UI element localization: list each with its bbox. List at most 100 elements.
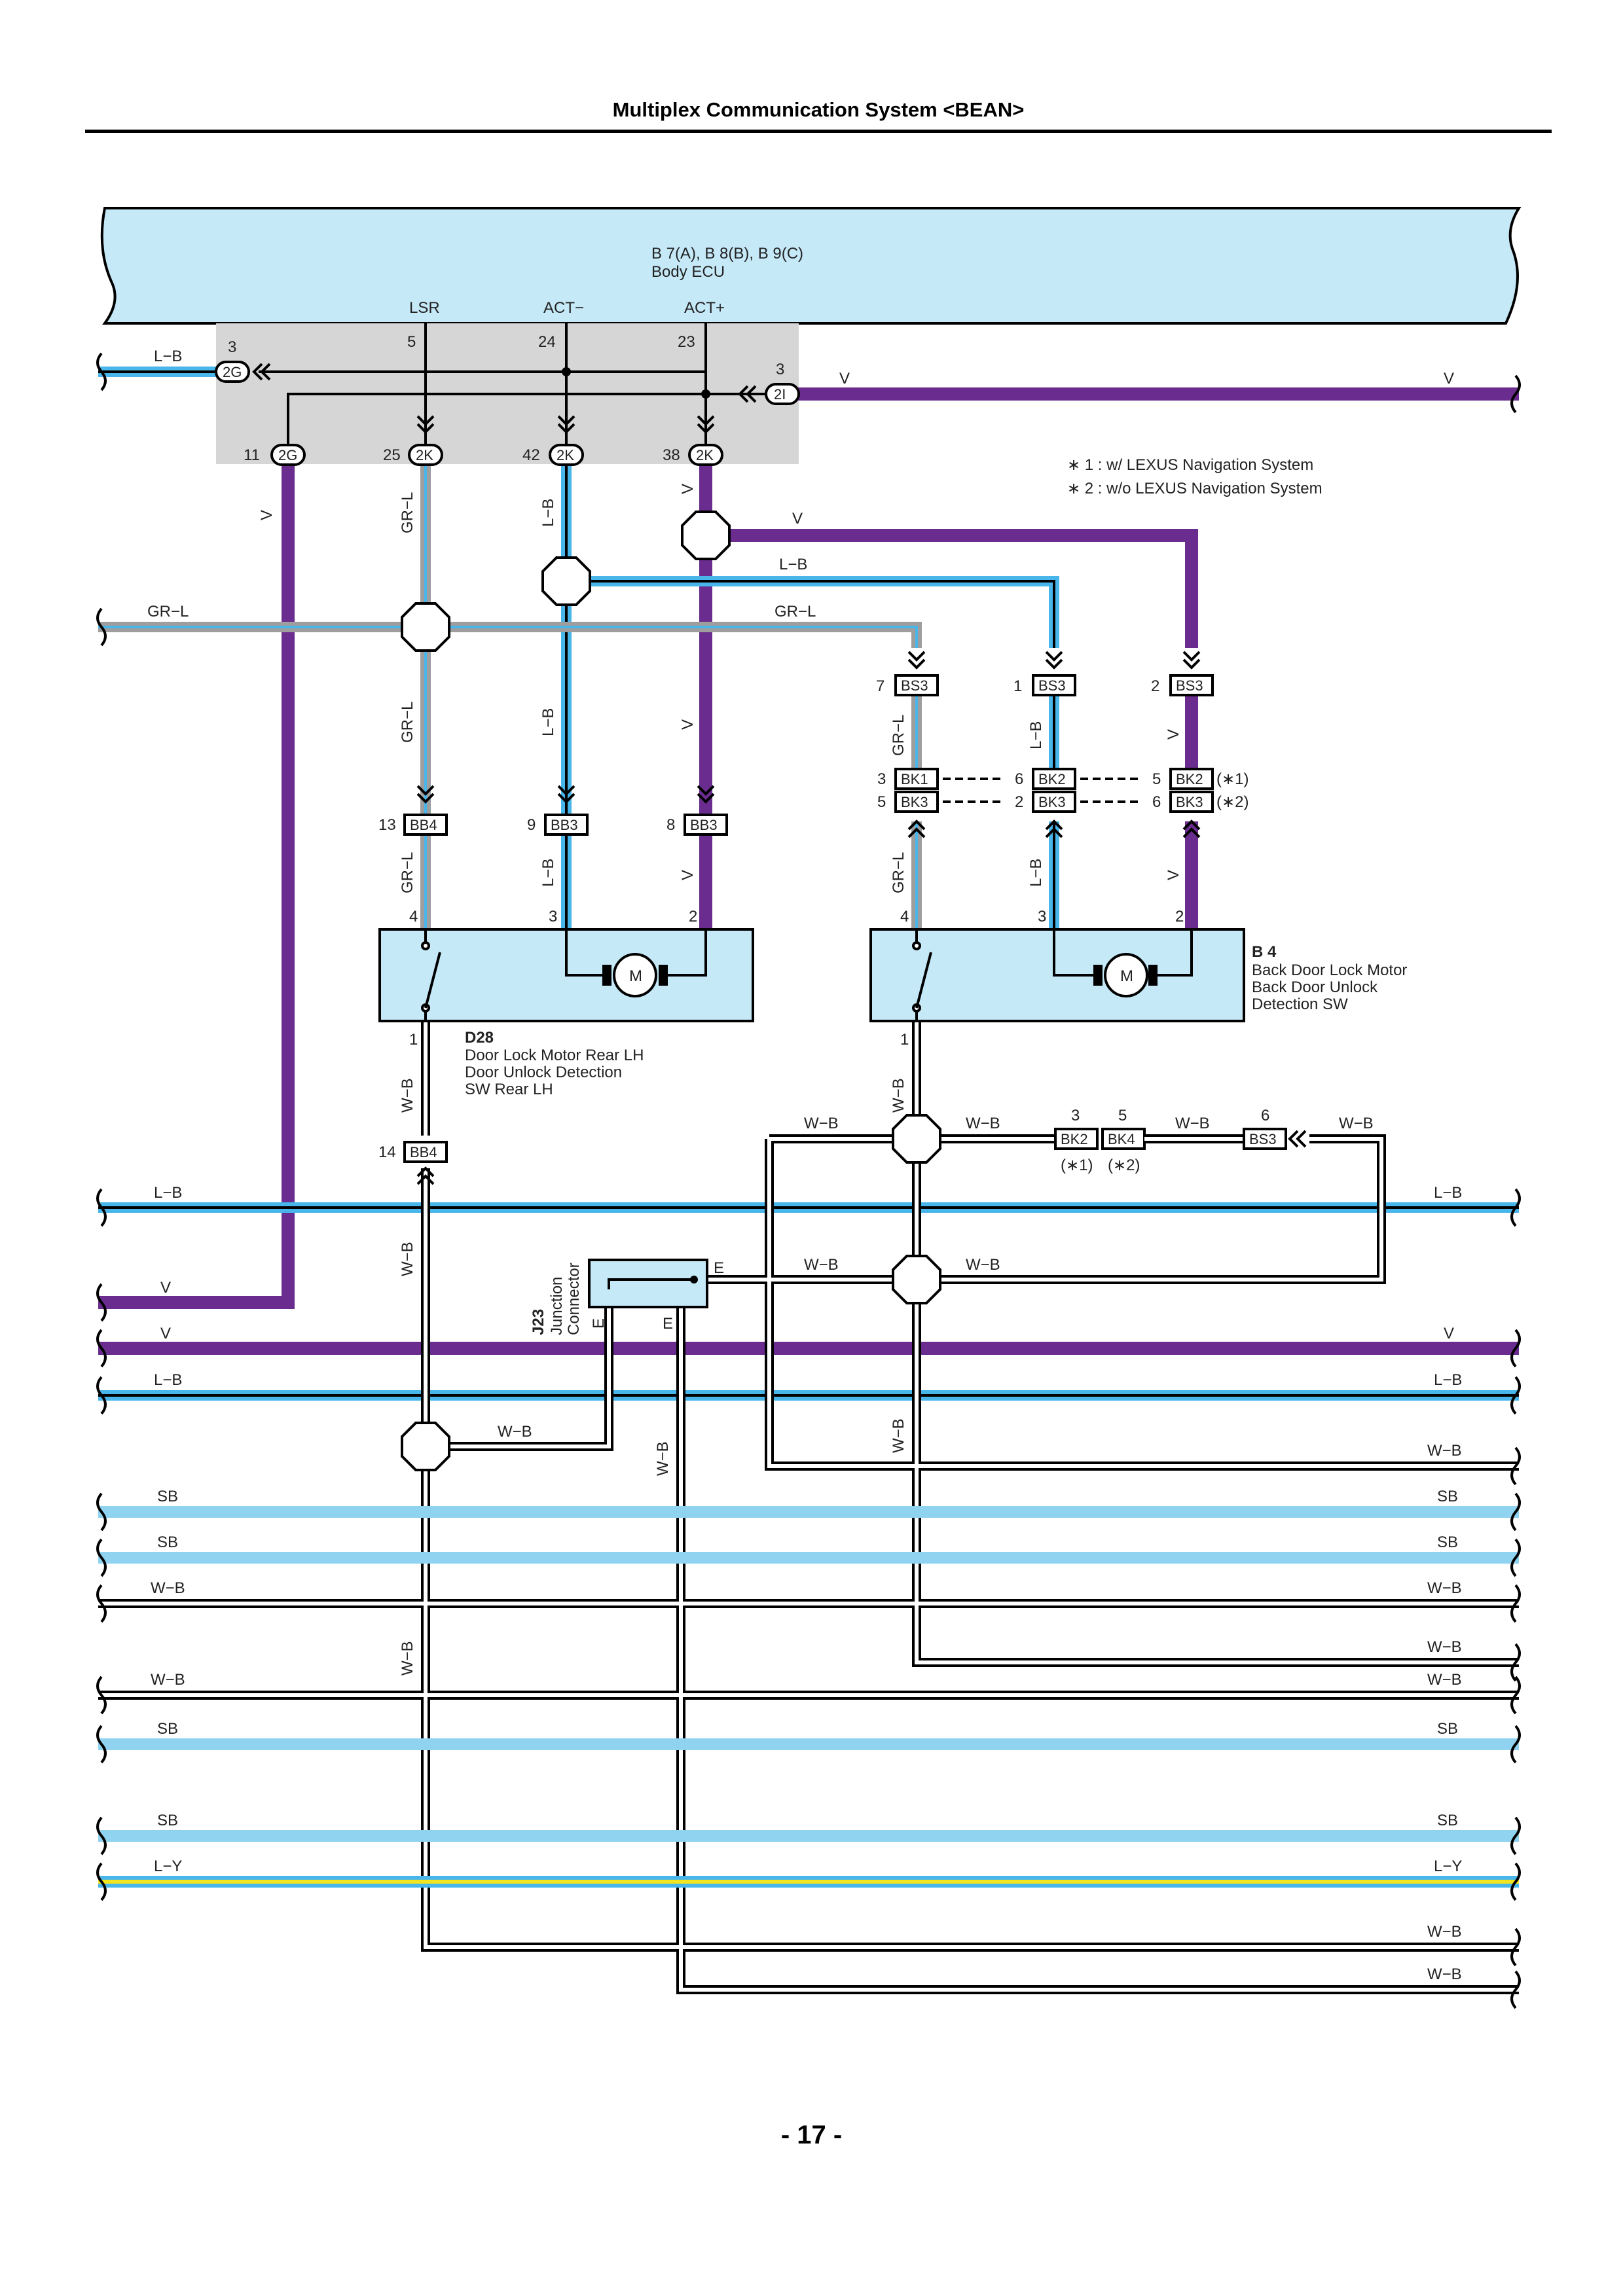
j23-name-line1: Junction bbox=[548, 1277, 566, 1335]
svg-text:GR−L: GR−L bbox=[775, 603, 816, 620]
svg-text:V: V bbox=[1444, 1325, 1454, 1342]
svg-text:W−B: W−B bbox=[151, 1579, 185, 1597]
svg-text:W−B: W−B bbox=[890, 1078, 907, 1113]
connector-label: BB3 bbox=[551, 817, 578, 833]
connector-label: BS3 bbox=[1176, 677, 1203, 694]
svg-text:W−B: W−B bbox=[1427, 1923, 1462, 1941]
connector-label: BK4 bbox=[1108, 1131, 1135, 1147]
connector-label: 2G bbox=[223, 364, 242, 380]
svg-text:6: 6 bbox=[1015, 770, 1023, 788]
wb-line-connectors: BK2 BK4 3 5 (∗1) (∗2) BS3 6 bbox=[1054, 1107, 1287, 1174]
svg-text:GR−L: GR−L bbox=[890, 852, 907, 893]
svg-text:SB: SB bbox=[1437, 1488, 1458, 1505]
ecu-signal-lsr: LSR bbox=[409, 299, 440, 317]
svg-text:W−B: W−B bbox=[966, 1115, 1000, 1132]
svg-text:1: 1 bbox=[409, 1031, 418, 1049]
b4-code: B 4 bbox=[1252, 943, 1277, 961]
b4-motor-symbol: M bbox=[1120, 967, 1133, 985]
svg-text:2: 2 bbox=[1151, 677, 1159, 695]
svg-text:W−B: W−B bbox=[399, 1242, 416, 1276]
d28-motor-symbol: M bbox=[629, 967, 642, 985]
svg-text:V: V bbox=[679, 484, 697, 494]
svg-text:SB: SB bbox=[157, 1534, 178, 1551]
svg-text:W−B: W−B bbox=[804, 1256, 839, 1274]
j23-pin-e: E bbox=[714, 1259, 724, 1277]
connector-label: BB4 bbox=[410, 817, 437, 833]
connector-label: BK1 bbox=[901, 771, 928, 787]
ecu-pin-numbers: 3 5 24 23 3 11 25 42 38 bbox=[228, 333, 784, 464]
connector-label: 2K bbox=[696, 447, 714, 463]
svg-text:L−B: L−B bbox=[539, 708, 557, 736]
connector-label: BB4 bbox=[410, 1144, 437, 1160]
ecu-signal-act-plus: ACT+ bbox=[684, 299, 725, 317]
splice-point bbox=[401, 602, 450, 652]
svg-text:3: 3 bbox=[877, 770, 886, 788]
ecu-name: Body ECU bbox=[651, 263, 725, 281]
svg-text:3: 3 bbox=[1038, 908, 1046, 925]
splice-point bbox=[541, 556, 591, 606]
svg-text:6: 6 bbox=[1261, 1107, 1269, 1124]
svg-text:W−B: W−B bbox=[399, 1078, 416, 1113]
svg-text:8: 8 bbox=[666, 816, 675, 834]
svg-text:W−B: W−B bbox=[1339, 1115, 1374, 1132]
svg-text:V: V bbox=[160, 1279, 171, 1297]
connector-label: BK2 bbox=[1176, 771, 1203, 787]
d28-name-line2: Door Unlock Detection bbox=[465, 1064, 622, 1081]
svg-text:L−B: L−B bbox=[1027, 721, 1045, 749]
svg-text:38: 38 bbox=[663, 446, 680, 464]
d28-code: D28 bbox=[465, 1029, 494, 1047]
svg-text:W−B: W−B bbox=[804, 1115, 839, 1132]
svg-text:24: 24 bbox=[538, 333, 556, 351]
splice-point bbox=[681, 511, 731, 560]
svg-text:SB: SB bbox=[157, 1720, 178, 1738]
svg-text:(∗2): (∗2) bbox=[1108, 1157, 1140, 1174]
b4-name-line1: Back Door Lock Motor bbox=[1252, 961, 1407, 979]
svg-text:L−B: L−B bbox=[1027, 859, 1045, 887]
d28-internals bbox=[421, 929, 707, 1021]
wire-labels: L−B V V GR−L GR−L V L−B V GR−L L−B V GR−… bbox=[147, 348, 1462, 1983]
ecu-body bbox=[100, 207, 1522, 325]
svg-text:W−B: W−B bbox=[1427, 1638, 1462, 1656]
splice-point bbox=[892, 1114, 941, 1164]
svg-text:W−B: W−B bbox=[1427, 1442, 1462, 1460]
ecu-splice-dot bbox=[701, 389, 710, 399]
wire-wb bbox=[98, 1021, 1519, 1994]
svg-text:GR−L: GR−L bbox=[399, 852, 416, 893]
b4-name-line3: Detection SW bbox=[1252, 996, 1348, 1013]
svg-text:V: V bbox=[679, 719, 697, 730]
connector-label: BS3 bbox=[901, 677, 928, 694]
page-footer: - 17 - bbox=[780, 2121, 843, 2149]
svg-text:SB: SB bbox=[157, 1812, 178, 1829]
arrow-icon bbox=[1182, 651, 1201, 669]
svg-text:W−B: W−B bbox=[1175, 1115, 1210, 1132]
connector-label: BK3 bbox=[901, 794, 928, 810]
b4-internals bbox=[912, 929, 1193, 1021]
svg-text:3: 3 bbox=[549, 908, 557, 925]
connector-label: 2K bbox=[556, 447, 574, 463]
svg-text:W−B: W−B bbox=[498, 1423, 532, 1441]
svg-text:V: V bbox=[679, 870, 697, 880]
svg-text:V: V bbox=[792, 510, 803, 528]
svg-text:V: V bbox=[839, 370, 850, 387]
svg-text:(∗1): (∗1) bbox=[1216, 770, 1249, 788]
svg-text:L−B: L−B bbox=[539, 859, 557, 887]
splice-point bbox=[401, 1422, 450, 1471]
svg-text:W−B: W−B bbox=[890, 1418, 907, 1453]
svg-text:W−B: W−B bbox=[151, 1671, 185, 1689]
svg-text:42: 42 bbox=[522, 446, 540, 464]
svg-text:L−Y: L−Y bbox=[154, 1857, 182, 1875]
svg-text:2: 2 bbox=[1175, 908, 1184, 925]
svg-text:5: 5 bbox=[1152, 770, 1161, 788]
svg-text:(∗1): (∗1) bbox=[1061, 1157, 1093, 1174]
connector-label: BK2 bbox=[1038, 771, 1066, 787]
svg-text:13: 13 bbox=[378, 816, 396, 834]
connector-label: 2I bbox=[774, 386, 786, 403]
svg-text:14: 14 bbox=[378, 1143, 396, 1161]
svg-text:3: 3 bbox=[776, 361, 784, 378]
svg-text:L−B: L−B bbox=[154, 1184, 182, 1202]
connector-label: 2G bbox=[278, 447, 297, 463]
svg-text:W−B: W−B bbox=[1427, 1579, 1462, 1597]
j23-pin-e: E bbox=[663, 1315, 673, 1333]
svg-text:L−B: L−B bbox=[1434, 1371, 1462, 1389]
svg-text:SB: SB bbox=[1437, 1534, 1458, 1551]
